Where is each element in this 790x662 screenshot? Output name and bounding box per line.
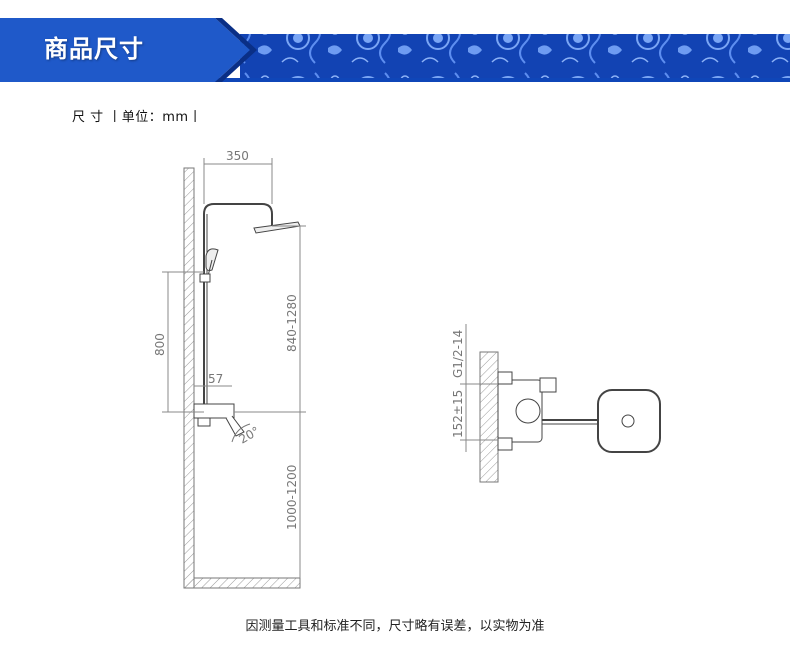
dim-height-lower: 1000-1200 [285, 465, 299, 530]
dim-top-width: 350 [226, 149, 249, 163]
wall-hatch [183, 167, 195, 589]
dim-thread: G1/2-14 [451, 330, 465, 378]
banner-pattern [0, 18, 790, 82]
dim-height-upper: 840-1280 [285, 294, 299, 352]
dim-spacing: 152±15 [451, 390, 465, 438]
dim-slide-bar: 800 [153, 333, 167, 356]
top-view [460, 324, 661, 483]
disclaimer-note: 因测量工具和标准不同，尺寸略有误差，以实物为准 [245, 619, 545, 634]
hand-shower [205, 248, 219, 271]
section-banner [0, 18, 790, 82]
dim-offset: 57 [208, 372, 223, 386]
floor-hatch [184, 577, 301, 589]
page-title: 商品尺寸 [44, 35, 144, 63]
side-view [162, 158, 306, 589]
unit-label: 尺 寸 丨单位：mm丨 [72, 110, 203, 125]
